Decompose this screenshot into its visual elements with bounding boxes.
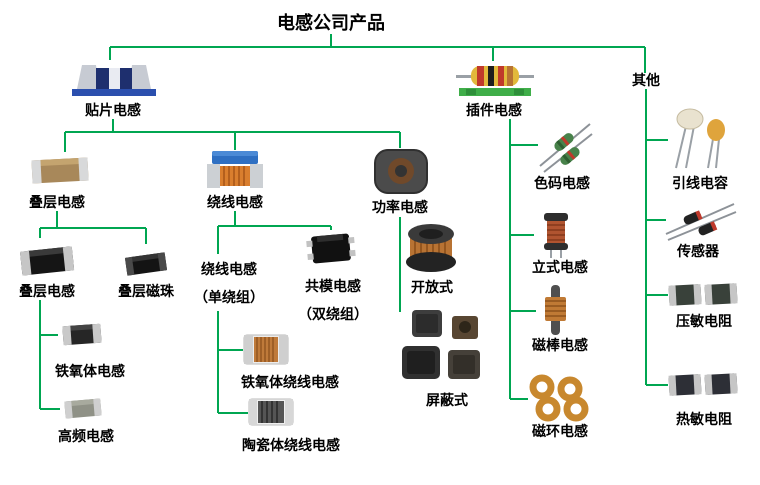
- node-wirewound-single-line1: 绕线电感: [201, 261, 257, 277]
- rod-inductor-photo: [534, 284, 576, 336]
- open-type-inductor-photo: [402, 220, 460, 278]
- ferrite-inductor-photo: [56, 316, 108, 352]
- node-wirewound-inductor: 绕线电感: [207, 194, 263, 210]
- node-multilayer-inductor: 叠层电感: [29, 194, 85, 210]
- node-common-mode-line2: （双绕组）: [298, 306, 368, 322]
- varistor-photo: [666, 276, 740, 312]
- node-plugin-inductor: 插件电感: [466, 102, 522, 118]
- node-vertical-inductor: 立式电感: [532, 259, 588, 275]
- connector-path: [39, 34, 668, 414]
- node-thermistor: 热敏电阻: [676, 411, 732, 427]
- multilayer-bead-photo: [120, 242, 172, 282]
- node-sensor: 传感器: [677, 243, 719, 259]
- black-multilayer-chip-photo: [16, 236, 78, 282]
- ring-inductor-photo: [526, 374, 592, 422]
- node-power-inductor: 功率电感: [372, 199, 428, 215]
- diagram-title: 电感公司产品: [277, 13, 385, 33]
- multilayer-chip-photo: [28, 150, 92, 188]
- shielded-inductors-photo: [396, 306, 492, 390]
- node-ferrite-inductor: 铁氧体电感: [55, 363, 125, 379]
- lead-capacitor-photo: [666, 106, 732, 172]
- node-varistor: 压敏电阻: [676, 313, 732, 329]
- node-open-type: 开放式: [411, 279, 453, 295]
- power-inductor-photo: [372, 146, 430, 196]
- node-shielded-type: 屏蔽式: [426, 392, 468, 408]
- high-freq-inductor-photo: [58, 390, 108, 426]
- node-ferrite-wirewound: 铁氧体绕线电感: [241, 374, 339, 390]
- node-other: 其他: [632, 72, 660, 88]
- sensor-photo: [664, 196, 738, 242]
- node-wirewound-single-line2: （单绕组）: [194, 289, 264, 305]
- axial-inductor-photo: [456, 58, 534, 98]
- node-multilayer-inductor-sub: 叠层电感: [19, 283, 75, 299]
- wirewound-chip-photo: [205, 148, 265, 194]
- node-rod-inductor: 磁棒电感: [532, 337, 588, 353]
- node-color-code: 色码电感: [534, 175, 590, 191]
- node-multilayer-bead: 叠层磁珠: [118, 283, 174, 299]
- ceramic-wirewound-photo: [246, 392, 296, 432]
- node-ceramic-wirewound: 陶瓷体绕线电感: [242, 437, 340, 453]
- node-common-mode-line1: 共模电感: [305, 278, 361, 294]
- ferrite-wirewound-photo: [241, 326, 291, 372]
- common-mode-inductor-photo: [304, 226, 358, 270]
- node-chip-inductor: 贴片电感: [85, 102, 141, 118]
- color-code-inductor-photo: [536, 116, 594, 174]
- thermistor-photo: [666, 366, 740, 402]
- smd-chip-inductor-photo: [72, 56, 156, 98]
- node-wirewound-single: 绕线电感 （单绕组）: [179, 255, 279, 311]
- node-common-mode: 共模电感 （双绕组）: [283, 272, 383, 328]
- node-lead-capacitor: 引线电容: [672, 175, 728, 191]
- vertical-inductor-photo: [532, 210, 580, 258]
- node-high-freq-inductor: 高频电感: [58, 428, 114, 444]
- node-ring-inductor: 磁环电感: [532, 423, 588, 439]
